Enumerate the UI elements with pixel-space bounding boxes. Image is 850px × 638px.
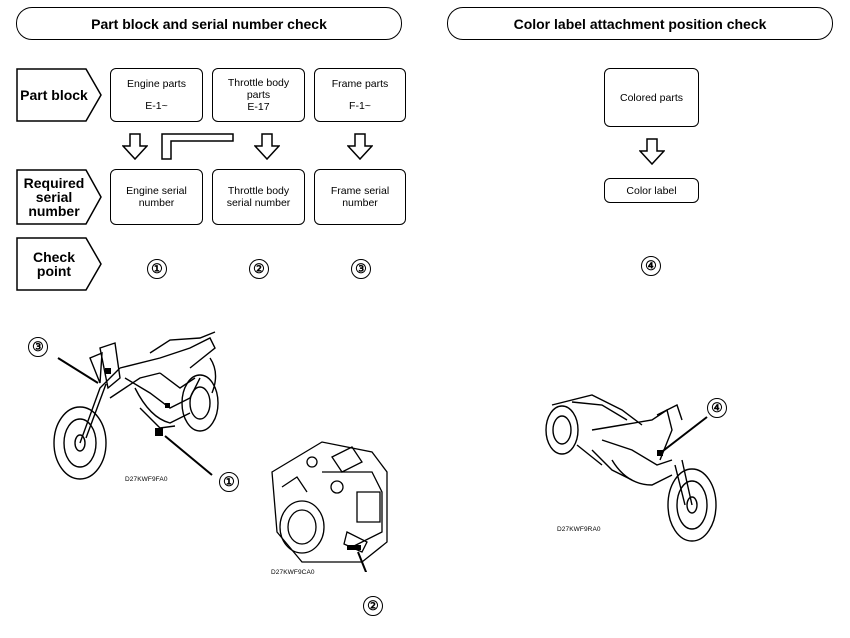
image-code-moto-right: D27KWF9RA0 xyxy=(557,526,601,533)
required-line-1: Required xyxy=(23,175,85,191)
part-block-engine: Engine parts E-1~ xyxy=(110,68,203,122)
arrow-engine-down xyxy=(122,133,148,161)
right-header: Color label attachment position check xyxy=(447,7,833,40)
part-block-label: Part block xyxy=(20,87,88,103)
row-label-part-block: Part block xyxy=(16,68,102,122)
part-block-frame-name: Frame parts xyxy=(331,78,389,90)
part-block-throttle-name-1: Throttle body xyxy=(227,77,290,89)
check-point-1: ① xyxy=(147,259,167,279)
arrow-colored-down xyxy=(639,138,665,166)
left-header: Part block and serial number check xyxy=(16,7,402,40)
callout-2: ② xyxy=(363,596,383,616)
motorcycle-right-illustration xyxy=(545,394,717,542)
serial-frame-line-2: number xyxy=(342,197,378,209)
serial-throttle-line-1: Throttle body xyxy=(227,185,290,197)
callout-3: ③ xyxy=(28,337,48,357)
row-label-required-serial: Required serial number xyxy=(16,169,102,225)
required-line-2: serial xyxy=(35,189,73,205)
arrow-throttle-down xyxy=(254,133,280,161)
check-point-2: ② xyxy=(249,259,269,279)
callout-4: ④ xyxy=(707,398,727,418)
colored-parts-box: Colored parts xyxy=(604,68,699,127)
color-label-text: Color label xyxy=(626,184,677,197)
image-code-throttle: D27KWF9CA0 xyxy=(271,569,315,576)
check-point-4: ④ xyxy=(641,256,661,276)
check-line-2: point xyxy=(36,263,72,279)
color-label-box: Color label xyxy=(604,178,699,203)
required-line-3: number xyxy=(28,203,80,219)
throttle-body-illustration xyxy=(271,441,388,572)
serial-frame: Frame serial number xyxy=(314,169,406,225)
part-block-engine-code: E-1~ xyxy=(145,100,168,112)
part-block-throttle-name-2: parts xyxy=(246,89,271,101)
arrow-throttle-to-engine xyxy=(161,133,234,160)
serial-engine: Engine serial number xyxy=(110,169,203,225)
callout-1: ① xyxy=(219,472,239,492)
serial-frame-line-1: Frame serial xyxy=(330,185,390,197)
serial-throttle: Throttle body serial number xyxy=(212,169,305,225)
part-block-frame-code: F-1~ xyxy=(349,100,371,112)
part-block-throttle: Throttle body parts E-17 xyxy=(212,68,305,122)
arrow-frame-down xyxy=(347,133,373,161)
image-code-moto-left: D27KWF9FA0 xyxy=(125,476,168,483)
serial-throttle-line-2: serial number xyxy=(226,197,291,209)
check-line-1: Check xyxy=(32,249,76,265)
serial-engine-line-2: number xyxy=(138,197,175,209)
part-block-throttle-code: E-17 xyxy=(247,101,270,113)
motorcycle-left-illustration xyxy=(53,331,219,480)
check-point-3: ③ xyxy=(351,259,371,279)
part-block-frame: Frame parts F-1~ xyxy=(314,68,406,122)
serial-engine-line-1: Engine serial xyxy=(126,185,187,197)
row-label-check-point: Check point xyxy=(16,237,102,291)
colored-parts-label: Colored parts xyxy=(619,91,684,104)
part-block-engine-name: Engine parts xyxy=(127,78,186,90)
